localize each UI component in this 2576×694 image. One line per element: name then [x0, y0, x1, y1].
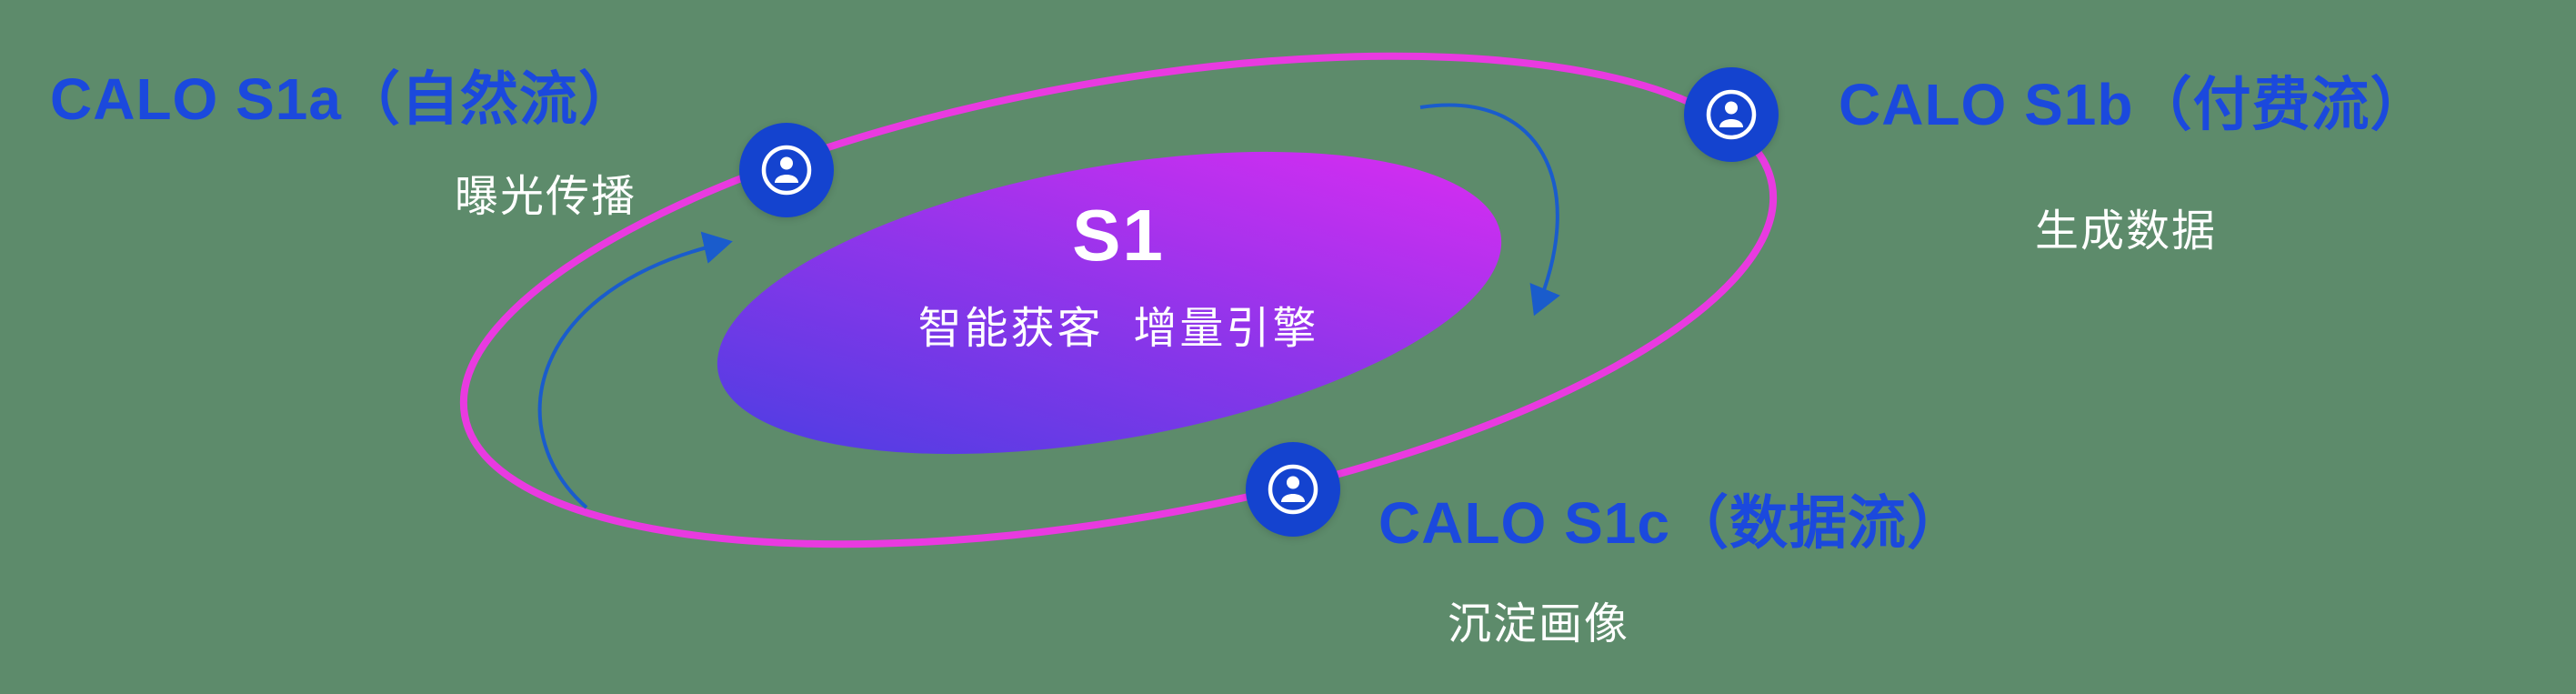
node-s1a-label: CALO S1a（自然流）: [50, 66, 637, 132]
node-s1c-label: CALO S1c（数据流）: [1378, 490, 1966, 556]
core-subtitle: 智能获客 增量引擎: [917, 305, 1319, 353]
node-s1a: [739, 123, 834, 217]
node-s1a-sublabel: 曝光传播: [455, 173, 637, 221]
node-s1c-sublabel: 沉淀画像: [1448, 600, 1630, 649]
node-s1b-sublabel: 生成数据: [2035, 207, 2218, 256]
core-text-block: S1 智能获客 增量引擎: [818, 196, 1418, 356]
flow-arrow-right-icon: [1419, 103, 1560, 317]
node-s1b: [1684, 67, 1779, 162]
node-s1b-label: CALO S1b（付费流）: [1839, 72, 2430, 137]
person-badge-icon: [761, 145, 812, 196]
core-ellipse: [717, 151, 1502, 455]
core-title: S1: [1072, 195, 1165, 276]
person-badge-icon: [1268, 464, 1318, 515]
flow-arrow-left-icon: [537, 231, 733, 509]
person-badge-icon: [1706, 89, 1757, 140]
node-s1c: [1246, 442, 1340, 537]
orbit-ring: [459, 52, 1778, 548]
